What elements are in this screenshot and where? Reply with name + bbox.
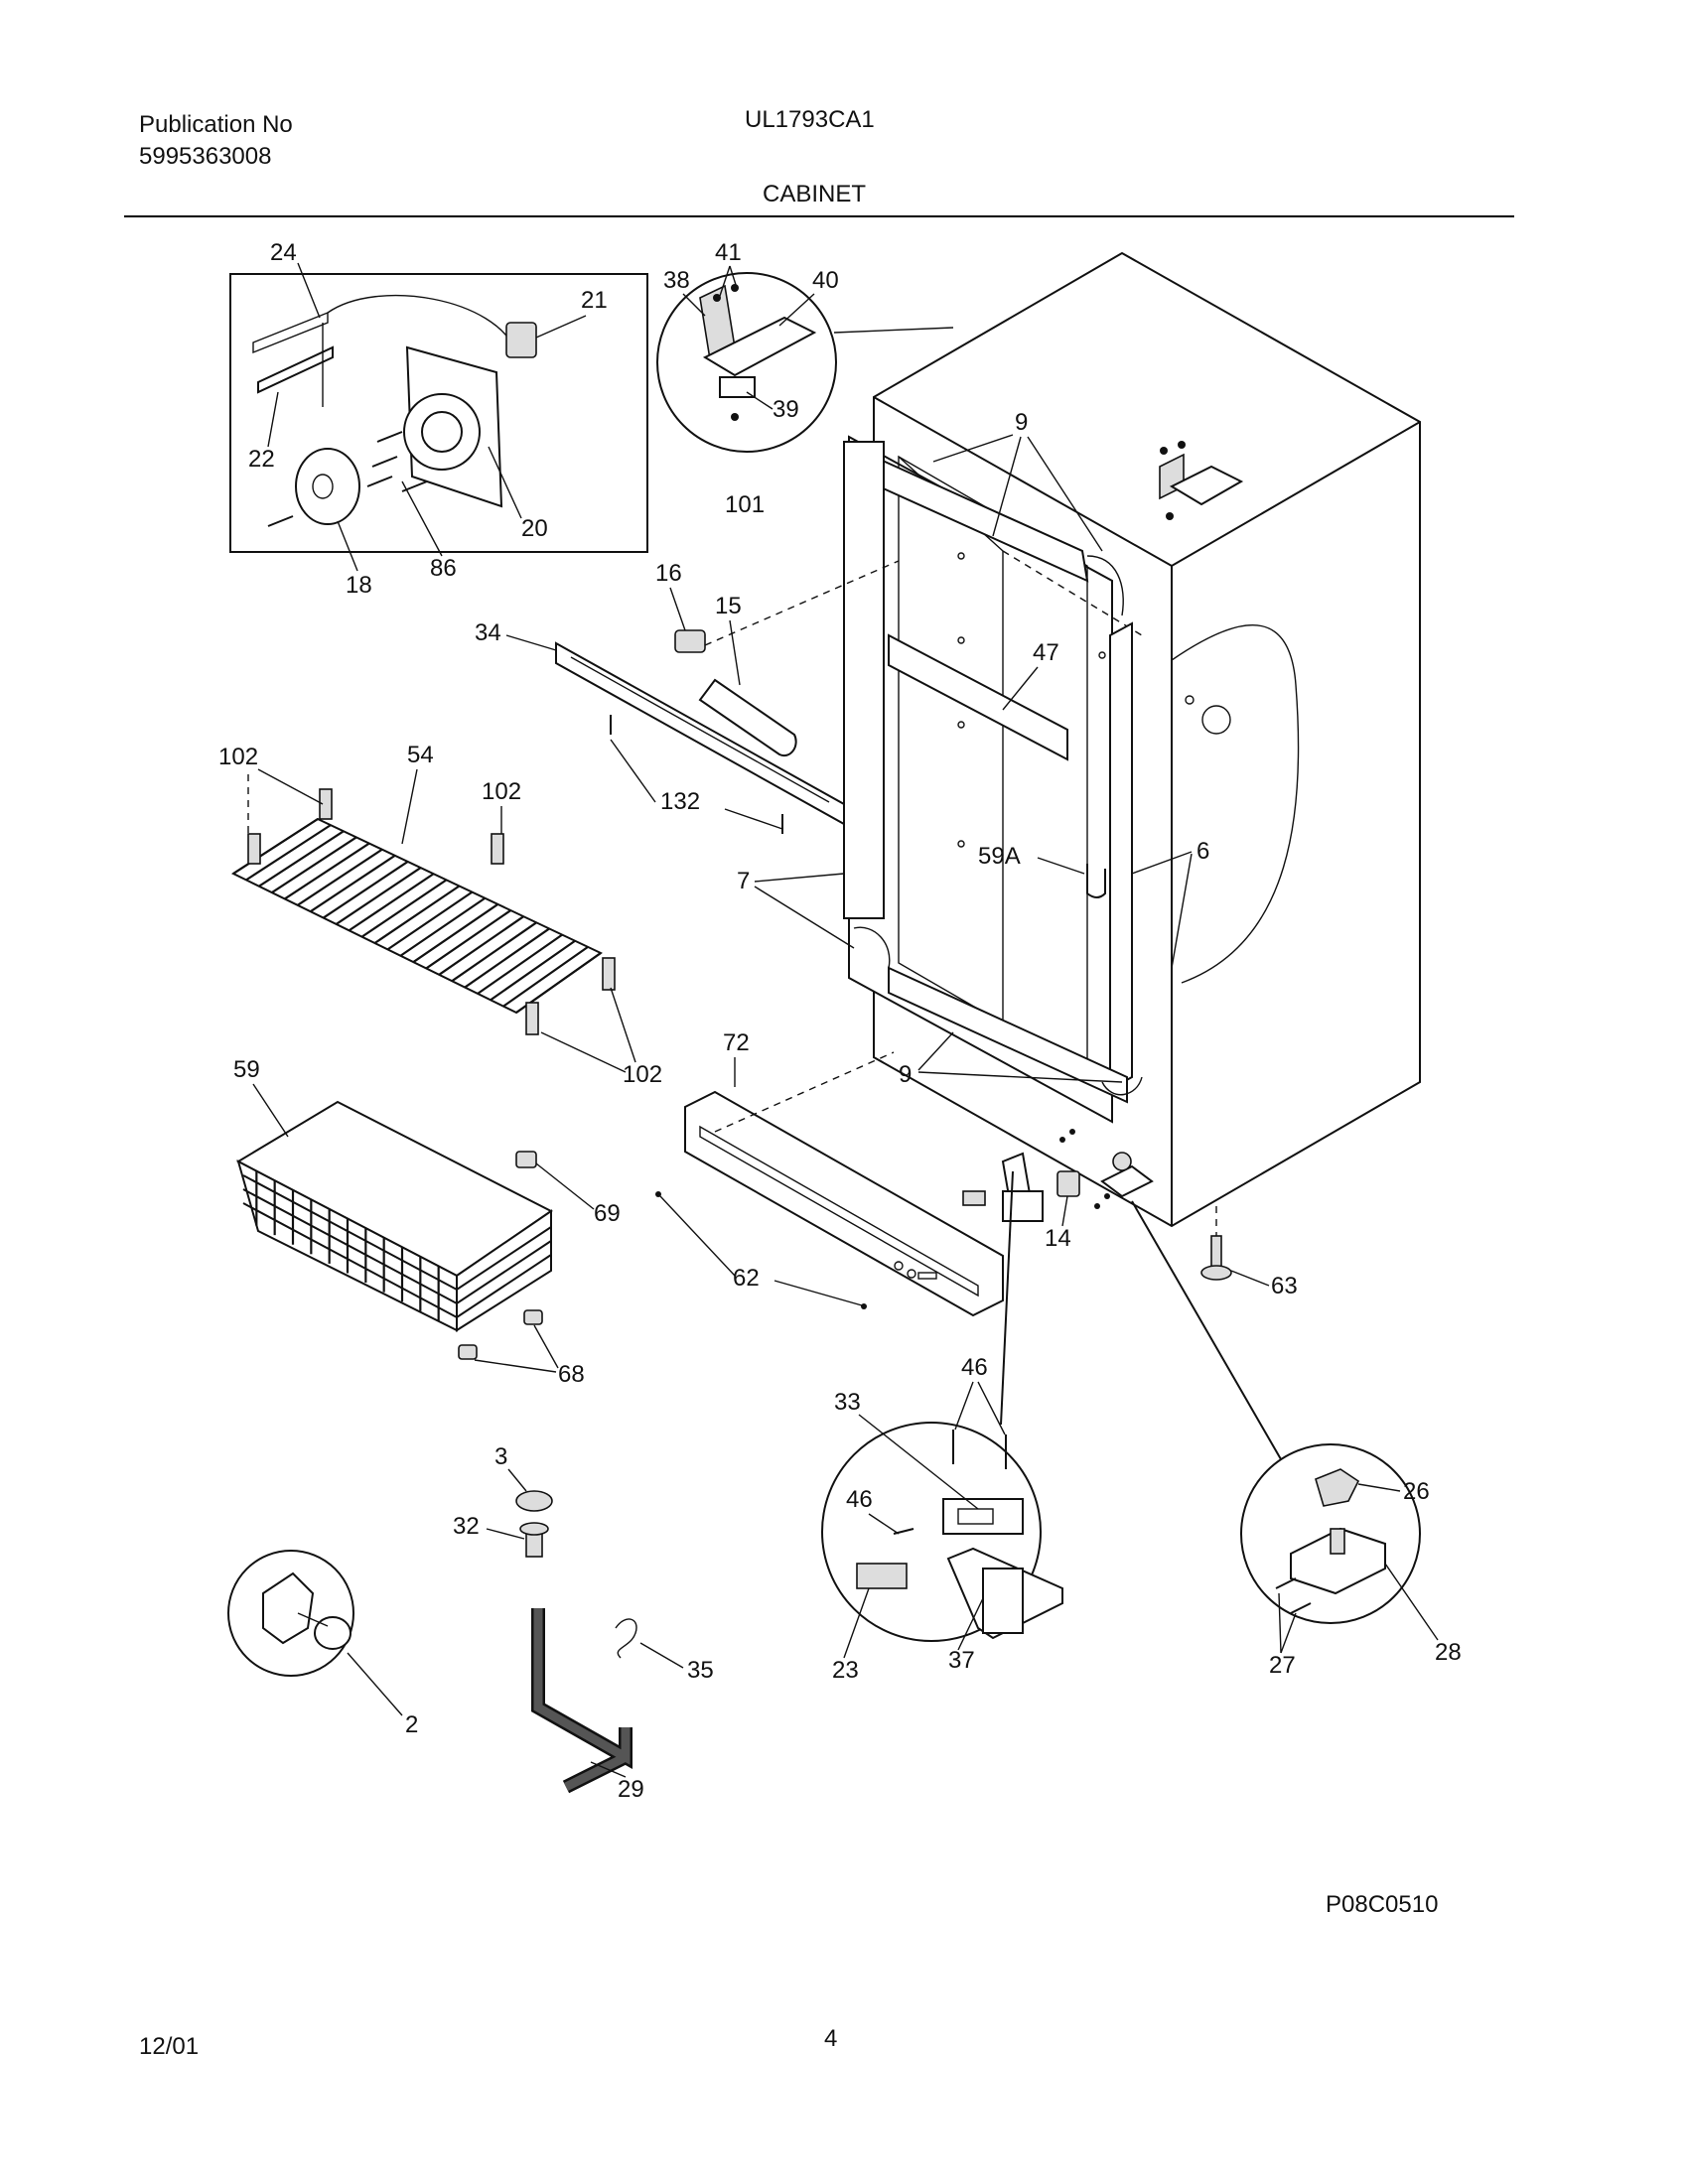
hinge-detail-circle bbox=[656, 272, 954, 453]
section-title: CABINET bbox=[763, 181, 867, 207]
callout-37: 37 bbox=[948, 1647, 975, 1674]
callout-102-c: 102 bbox=[623, 1061, 662, 1088]
switch-bracket-detail-circle bbox=[821, 1170, 1063, 1642]
callout-46-side: 46 bbox=[846, 1486, 873, 1513]
callout-68: 68 bbox=[558, 1361, 585, 1388]
page-number: 4 bbox=[824, 2025, 838, 2052]
shelf-wire bbox=[451, 921, 537, 983]
callout-14: 14 bbox=[1045, 1225, 1071, 1252]
light-cover-assembly bbox=[555, 560, 900, 834]
bottom-hinge-detail-circle bbox=[1131, 1200, 1421, 1624]
inset-fan-assembly bbox=[229, 273, 648, 553]
switch-hardware bbox=[962, 1129, 1232, 1281]
callout-2: 2 bbox=[405, 1711, 418, 1738]
callout-101: 101 bbox=[725, 491, 765, 518]
shelf-wire bbox=[502, 945, 589, 1008]
callout-16: 16 bbox=[655, 560, 682, 587]
callout-102-b: 102 bbox=[482, 778, 521, 805]
callout-72: 72 bbox=[723, 1029, 750, 1056]
callout-38: 38 bbox=[663, 267, 690, 294]
callout-labels: 24 21 22 20 18 86 41 38 40 39 101 9 16 1… bbox=[218, 239, 1462, 1803]
callout-27: 27 bbox=[1269, 1652, 1296, 1679]
cabinet-body bbox=[843, 251, 1421, 1228]
shelf-wire bbox=[425, 909, 511, 970]
model-number: UL1793CA1 bbox=[745, 106, 875, 133]
callout-3: 3 bbox=[494, 1443, 507, 1470]
callout-26: 26 bbox=[1403, 1478, 1430, 1505]
publication-number: 5995363008 bbox=[139, 143, 272, 170]
freezer-basket bbox=[235, 1100, 553, 1360]
shelf-wire bbox=[245, 824, 332, 882]
callout-23: 23 bbox=[832, 1657, 859, 1684]
callout-59: 59 bbox=[233, 1056, 260, 1083]
callout-40: 40 bbox=[812, 267, 839, 294]
footer-date: 12/01 bbox=[139, 2033, 200, 2060]
callout-102-a: 102 bbox=[218, 744, 258, 770]
callout-33: 33 bbox=[834, 1389, 861, 1416]
drain-assembly bbox=[515, 1490, 637, 1794]
publication-label: Publication No bbox=[139, 111, 293, 138]
callout-32: 32 bbox=[453, 1513, 480, 1540]
callout-29: 29 bbox=[618, 1776, 644, 1803]
shelf-wire bbox=[386, 890, 474, 951]
callout-59A: 59A bbox=[978, 843, 1021, 870]
basket-wire bbox=[242, 1188, 552, 1305]
header-divider bbox=[124, 215, 1514, 217]
basket-wire bbox=[242, 1174, 552, 1292]
callout-86: 86 bbox=[430, 555, 457, 582]
callout-20: 20 bbox=[521, 515, 548, 542]
shelf-wire bbox=[399, 896, 487, 957]
callout-9-bottom: 9 bbox=[899, 1061, 912, 1088]
shelf-wire bbox=[310, 854, 396, 913]
drawing-code: P08C0510 bbox=[1326, 1891, 1439, 1918]
callout-9-top: 9 bbox=[1015, 409, 1028, 436]
callout-24: 24 bbox=[270, 239, 297, 266]
callout-63: 63 bbox=[1271, 1273, 1298, 1299]
callout-41: 41 bbox=[715, 239, 742, 266]
shelf-wire bbox=[438, 915, 524, 976]
shelf-wire bbox=[412, 903, 498, 963]
shelf-wire bbox=[348, 873, 435, 932]
callout-22: 22 bbox=[248, 446, 275, 473]
callout-132: 132 bbox=[660, 788, 700, 815]
shelf-wire bbox=[464, 927, 550, 989]
callout-54: 54 bbox=[407, 742, 434, 768]
wire-shelf bbox=[230, 788, 616, 1035]
drain-fitting-detail-circle bbox=[227, 1550, 354, 1677]
shelf-wire bbox=[232, 818, 319, 875]
shelf-wire bbox=[284, 842, 370, 900]
callout-39: 39 bbox=[773, 396, 799, 423]
callout-47: 47 bbox=[1033, 639, 1059, 666]
shelf-wire bbox=[258, 830, 345, 887]
callout-7: 7 bbox=[737, 868, 750, 894]
shelf-wire bbox=[360, 879, 448, 938]
shelf-wire bbox=[477, 933, 563, 995]
base-grille bbox=[655, 1051, 1004, 1317]
shelf-wire bbox=[323, 861, 409, 919]
callout-69: 69 bbox=[594, 1200, 621, 1227]
callout-62: 62 bbox=[733, 1265, 760, 1292]
callout-46-top: 46 bbox=[961, 1354, 988, 1381]
callout-15: 15 bbox=[715, 593, 742, 619]
callout-34: 34 bbox=[475, 619, 501, 646]
callout-18: 18 bbox=[346, 572, 372, 599]
callout-6: 6 bbox=[1196, 838, 1209, 865]
shelf-wire bbox=[336, 867, 422, 925]
shelf-wire bbox=[490, 939, 576, 1002]
shelf-wire bbox=[373, 885, 461, 944]
shelf-wire bbox=[271, 836, 357, 894]
shelf-wire bbox=[297, 848, 383, 906]
basket-wire bbox=[242, 1202, 552, 1319]
callout-28: 28 bbox=[1435, 1639, 1462, 1666]
callout-21: 21 bbox=[581, 287, 608, 314]
callout-35: 35 bbox=[687, 1657, 714, 1684]
